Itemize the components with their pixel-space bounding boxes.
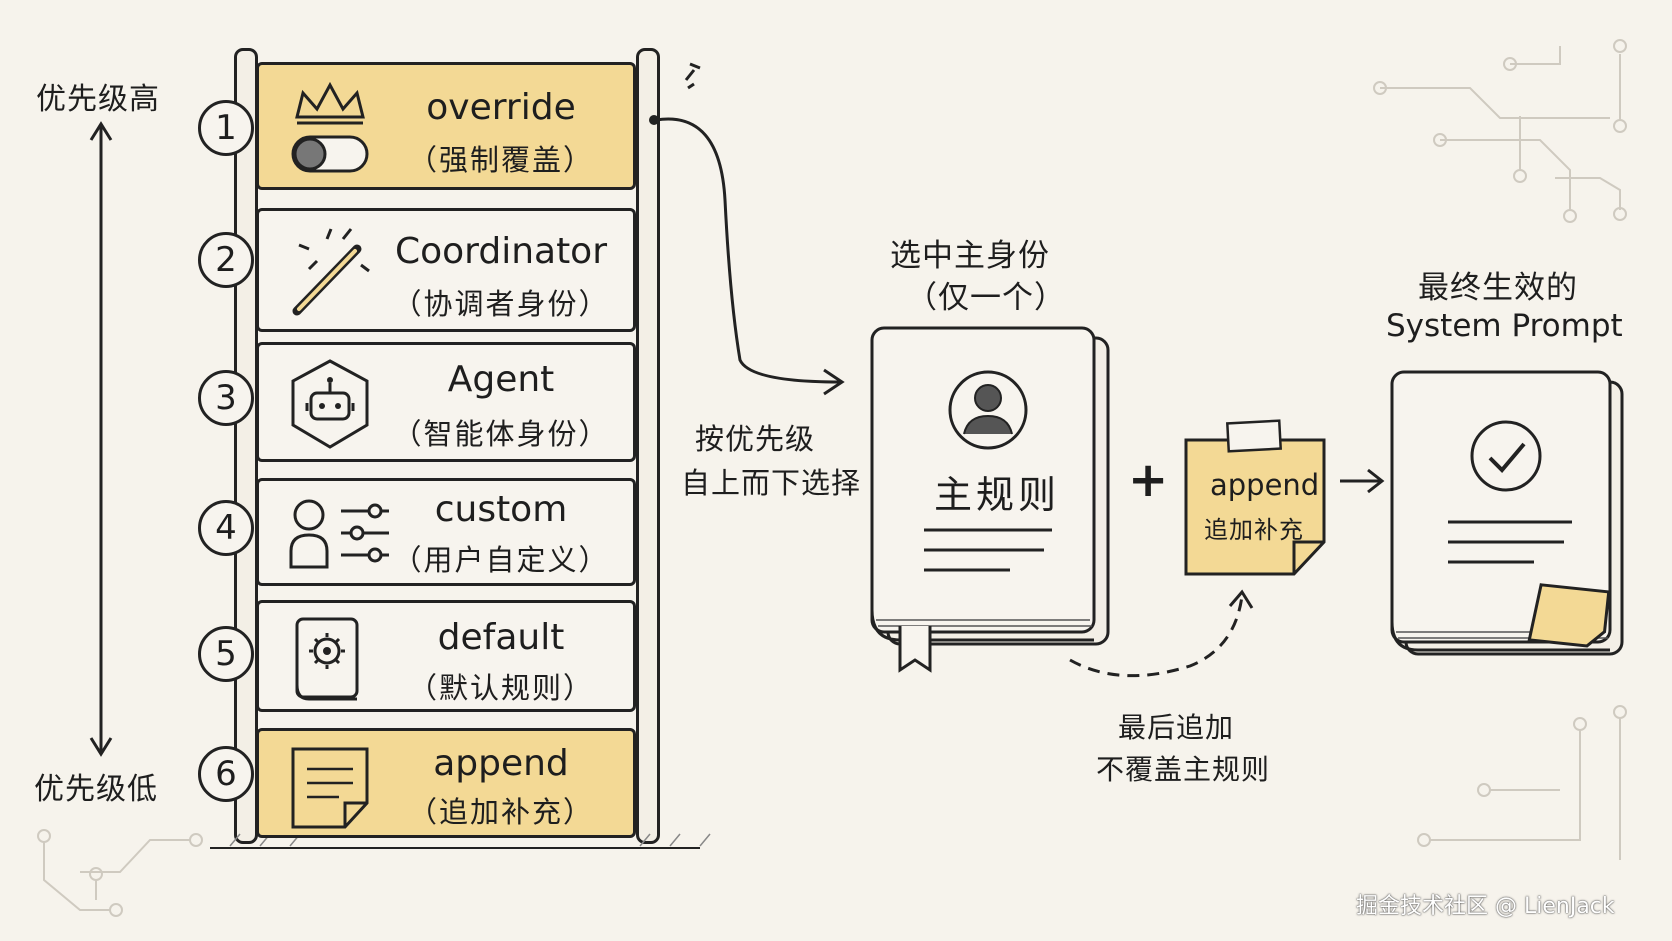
select-label-line2: （仅一个） bbox=[906, 280, 1066, 316]
rung-subtitle: （默认规则） bbox=[407, 671, 594, 705]
rung-subtitle: （强制覆盖） bbox=[407, 143, 594, 177]
selection-arrow bbox=[649, 62, 845, 396]
rank-badge: 1 bbox=[198, 100, 254, 156]
priority-high-label: 优先级高 bbox=[36, 82, 160, 117]
main-rule-book bbox=[870, 326, 1110, 673]
rung-title: default bbox=[437, 617, 565, 658]
rung-subtitle: （智能体身份） bbox=[392, 417, 610, 451]
append-dashed-arrow bbox=[1069, 589, 1254, 678]
result-arrow bbox=[1340, 468, 1385, 494]
watermark: 掘金技术社区 @ LienJack bbox=[1356, 894, 1615, 919]
final-label-line1: 最终生效的 bbox=[1418, 270, 1578, 306]
append-note-title: append bbox=[1210, 468, 1320, 502]
order-label-line2: 自上而下选择 bbox=[681, 466, 862, 500]
rung-title: override bbox=[426, 87, 576, 128]
magic-wand-icon bbox=[292, 228, 370, 316]
gear-book-icon bbox=[295, 617, 359, 701]
append-caption-line1: 最后追加 bbox=[1118, 711, 1235, 744]
ladder-item-agent: Agent （智能体身份） bbox=[256, 342, 636, 462]
rung-subtitle: （追加补充） bbox=[407, 795, 594, 829]
append-note-subtitle: 追加补充 bbox=[1204, 516, 1304, 544]
ladder-item-override: override （强制覆盖） bbox=[256, 62, 636, 190]
ladder-item-default: default （默认规则） bbox=[256, 600, 636, 712]
ladder-right-rail bbox=[636, 48, 660, 844]
rank-badge: 5 bbox=[198, 626, 254, 682]
append-sticky-note bbox=[1184, 419, 1326, 576]
ladder-item-coordinator: Coordinator （协调者身份） bbox=[256, 208, 636, 332]
rank-badge: 6 bbox=[198, 746, 254, 802]
append-caption-line2: 不覆盖主规则 bbox=[1096, 753, 1271, 786]
rank-badge: 2 bbox=[198, 232, 254, 288]
priority-axis-arrow bbox=[89, 121, 113, 757]
main-book-label: 主规则 bbox=[934, 473, 1061, 517]
priority-low-label: 优先级低 bbox=[34, 772, 158, 807]
ladder-left-rail bbox=[234, 48, 258, 844]
rank-badge: 4 bbox=[198, 500, 254, 556]
rung-title: custom bbox=[434, 489, 568, 530]
rank-badge: 3 bbox=[198, 370, 254, 426]
crown-toggle-icon bbox=[291, 81, 369, 173]
robot-hexagon-icon bbox=[291, 359, 369, 449]
ladder-item-custom: custom （用户自定义） bbox=[256, 478, 636, 586]
user-sliders-icon bbox=[289, 499, 389, 569]
rung-subtitle: （用户自定义） bbox=[392, 543, 610, 577]
ladder-item-append: append （追加补充） bbox=[256, 728, 636, 838]
final-label-line2: System Prompt bbox=[1386, 308, 1623, 344]
rung-subtitle: （协调者身份） bbox=[392, 287, 610, 321]
rung-title: Agent bbox=[447, 359, 555, 400]
rung-title: Coordinator bbox=[394, 231, 608, 272]
order-label-line1: 按优先级 bbox=[695, 422, 816, 456]
sticky-note-icon bbox=[291, 747, 369, 829]
final-prompt-book bbox=[1390, 370, 1624, 656]
plus-sign: + bbox=[1128, 452, 1169, 508]
select-label-line1: 选中主身份 bbox=[890, 238, 1050, 274]
rung-title: append bbox=[433, 743, 569, 784]
